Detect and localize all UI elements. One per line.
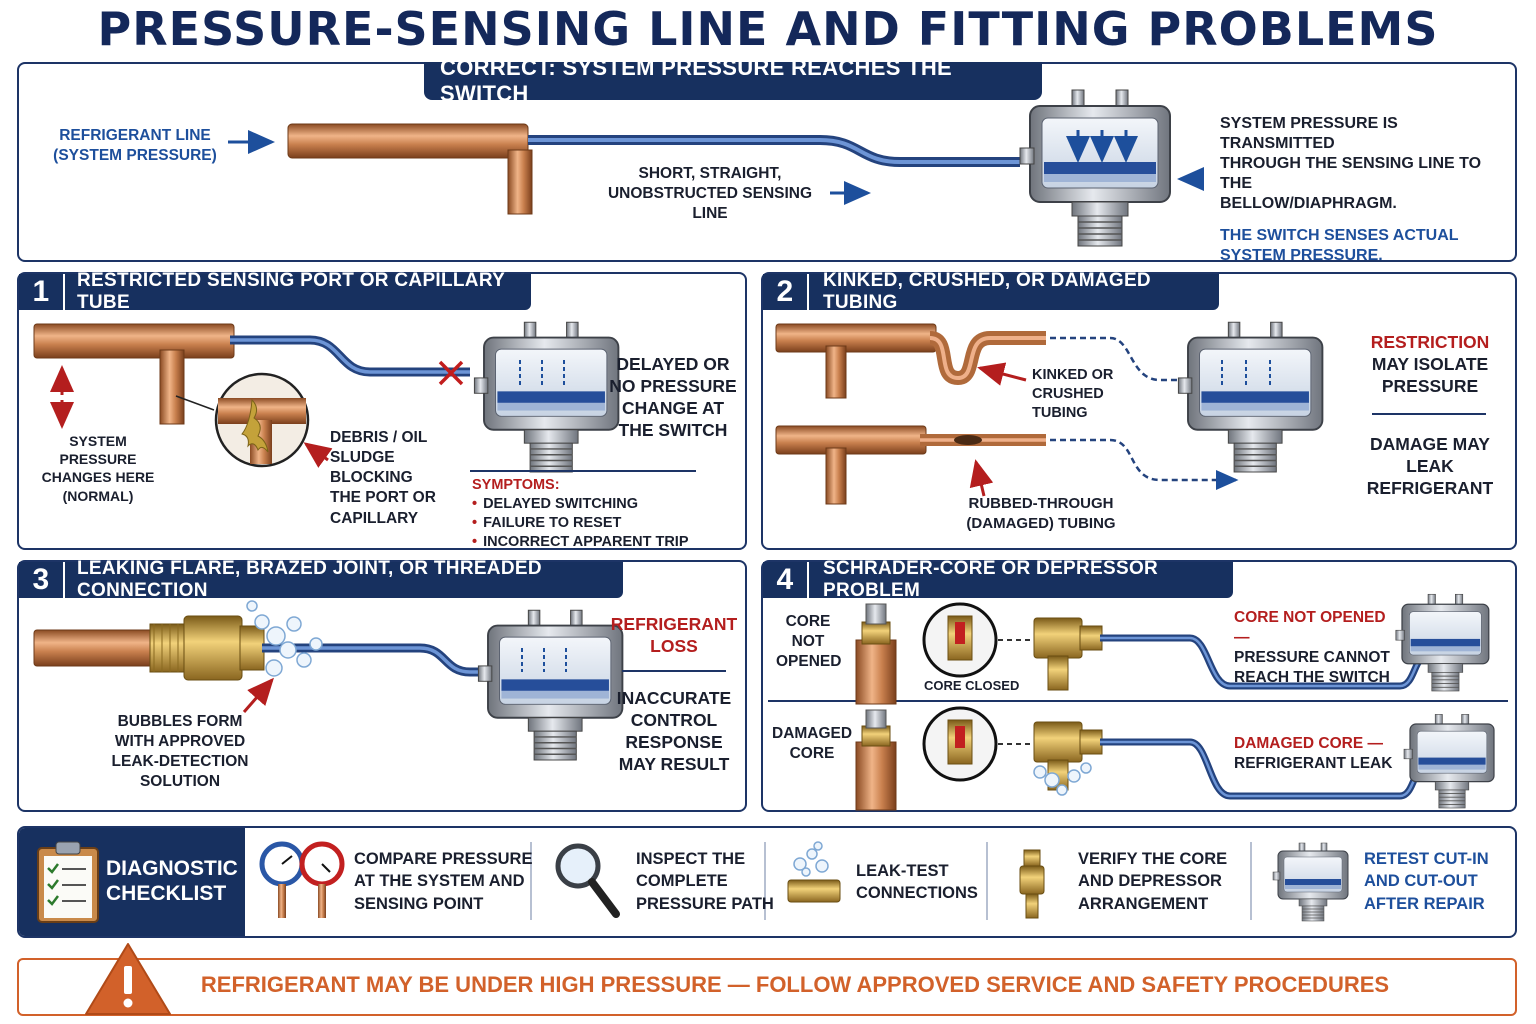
panel-3-divider xyxy=(622,670,726,672)
panel-4-banner: 4 SCHRADER-CORE OR DEPRESSOR PROBLEM xyxy=(763,558,1233,601)
debris-label: DEBRIS / OIL SLUDGE BLOCKING THE PORT OR… xyxy=(330,429,436,527)
damaged-core-note: DAMAGED CORE — REFRIGERANT LEAK xyxy=(1234,735,1393,773)
symptom-item: FAILURE TO RESET xyxy=(472,514,742,533)
sensing-line-label: SHORT, STRAIGHT, UNOBSTRUCTED SENSING LI… xyxy=(607,165,813,223)
panel-2-number: 2 xyxy=(763,274,809,310)
panel-3-banner: 3 LEAKING FLARE, BRAZED JOINT, OR THREAD… xyxy=(19,558,623,601)
panel-1-divider xyxy=(470,470,696,472)
correct-description: SYSTEM PRESSURE IS TRANSMITTED THROUGH T… xyxy=(1220,115,1482,264)
panel-1-number: 1 xyxy=(19,274,65,310)
checklist-item-compare: COMPARE PRESSURE AT THE SYSTEM AND SENSI… xyxy=(354,850,533,913)
panel-2 xyxy=(761,272,1517,550)
delayed-label: DELAYED OR NO PRESSURE CHANGE AT THE SWI… xyxy=(609,354,737,440)
restriction-label: RESTRICTION MAY ISOLATE PRESSURE xyxy=(1370,332,1490,396)
tee-branch xyxy=(507,149,533,215)
warning-bar xyxy=(17,958,1517,1016)
panel-3-number: 3 xyxy=(19,562,65,598)
system-pressure-label: SYSTEM PRESSURE CHANGES HERE (NORMAL) xyxy=(41,433,155,504)
refrigerant-loss-label: REFRIGERANT LOSS xyxy=(610,614,738,656)
core-not-opened-label: CORE NOT OPENED xyxy=(776,613,842,671)
leak-bubbles xyxy=(246,600,323,677)
checklist-item-leak-test: LEAK-TEST CONNECTIONS xyxy=(856,862,978,903)
checklist-divider xyxy=(1250,842,1252,920)
panel-2-banner: 2 KINKED, CRUSHED, OR DAMAGED TUBING xyxy=(763,270,1219,313)
rubbed-label: RUBBED-THROUGH (DAMAGED) TUBING xyxy=(966,495,1116,532)
symptom-item: INCORRECT APPARENT TRIP xyxy=(472,533,742,552)
kinked-label: KINKED OR CRUSHED TUBING xyxy=(1032,367,1114,421)
correct-banner: CORRECT: SYSTEM PRESSURE REACHES THE SWI… xyxy=(424,55,1042,106)
checklist-divider xyxy=(986,842,988,920)
damaged-core-label: DAMAGED CORE xyxy=(772,725,853,763)
damage-label: DAMAGE MAY LEAK REFRIGERANT xyxy=(1366,434,1494,498)
checklist-item-retest: RETEST CUT-IN AND CUT-OUT AFTER REPAIR xyxy=(1364,850,1489,913)
checklist-divider xyxy=(764,842,766,920)
checklist-panel xyxy=(17,826,1517,938)
symptoms-box: SYMPTOMS: DELAYED SWITCHING FAILURE TO R… xyxy=(472,476,742,551)
symptom-item: DELAYED SWITCHING xyxy=(472,495,742,514)
leak-test-icon xyxy=(787,841,841,903)
refrigerant-line-label: REFRIGERANT LINE (SYSTEM PRESSURE) xyxy=(53,127,217,165)
checklist-item-verify: VERIFY THE CORE AND DEPRESSOR ARRANGEMEN… xyxy=(1078,850,1228,913)
checklist-divider xyxy=(530,842,532,920)
page-title: PRESSURE-SENSING LINE AND FITTING PROBLE… xyxy=(97,2,1439,56)
warning-text: REFRIGERANT MAY BE UNDER HIGH PRESSURE —… xyxy=(200,972,1390,997)
inaccurate-label: INACCURATE CONTROL RESPONSE MAY RESULT xyxy=(616,688,732,774)
panel-4-divider xyxy=(768,700,1508,702)
panel-2-divider xyxy=(1372,413,1486,415)
panel-4-number: 4 xyxy=(763,562,809,598)
checklist-title: DIAGNOSTIC CHECKLIST xyxy=(106,857,238,906)
core-closed-label: CORE CLOSED xyxy=(924,678,1020,693)
core-not-opened-note: CORE NOT OPENED — PRESSURE CANNOT REACH … xyxy=(1234,609,1390,687)
panel-3 xyxy=(17,560,747,812)
valve-core-icon xyxy=(1019,849,1045,919)
panel-1-banner: 1 RESTRICTED SENSING PORT OR CAPILLARY T… xyxy=(19,270,531,313)
magnifier-icon xyxy=(555,843,620,918)
gauges-icon xyxy=(259,841,345,918)
bubbles-label: BUBBLES FORM WITH APPROVED LEAK-DETECTIO… xyxy=(111,713,249,791)
checklist-item-inspect: INSPECT THE COMPLETE PRESSURE PATH xyxy=(636,850,774,913)
